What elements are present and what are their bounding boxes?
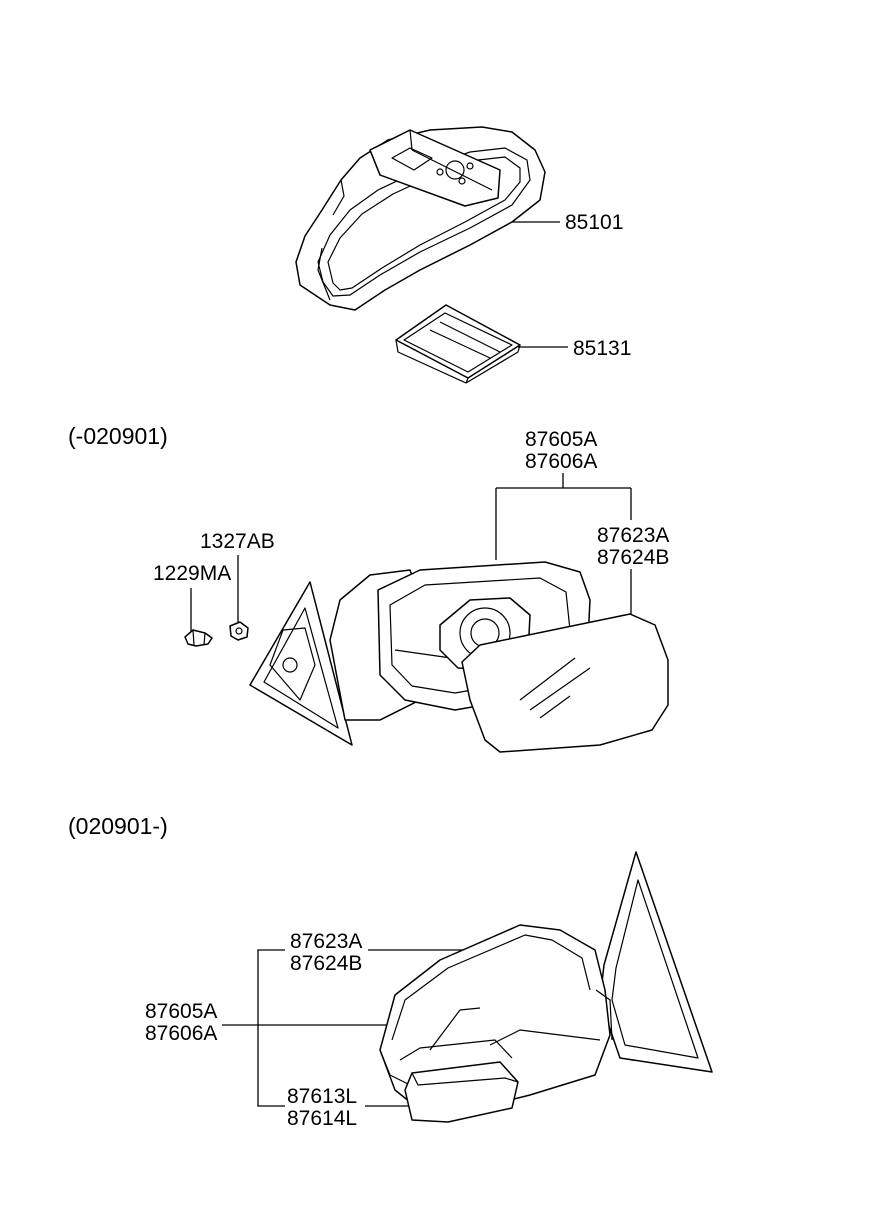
label-87623A-pre: 87623A [597, 524, 669, 547]
label-87624B-pre: 87624B [597, 546, 669, 569]
label-87606A-post: 87606A [145, 1022, 217, 1045]
label-87605A-pre: 87605A [525, 428, 597, 451]
label-87623A-post: 87623A [290, 930, 362, 953]
label-87605A-post: 87605A [145, 1000, 217, 1023]
label-87614L: 87614L [287, 1107, 357, 1130]
section-header-post: (020901-) [68, 813, 168, 839]
nut-drawing [229, 621, 249, 641]
bracket-post [257, 949, 285, 1107]
bolt-drawing [184, 629, 213, 647]
label-87624B-post: 87624B [290, 952, 362, 975]
mirror-cover-drawing [395, 304, 521, 384]
outside-mirror-post-drawing [379, 851, 713, 1123]
outside-mirror-pre-drawing [249, 561, 669, 753]
inside-mirror-drawing [295, 126, 546, 311]
section-header-pre: (-020901) [68, 423, 168, 449]
label-1229MA: 1229MA [153, 562, 231, 585]
label-1327AB: 1327AB [200, 530, 275, 553]
label-85101: 85101 [565, 211, 623, 234]
bracket-87605A-pre [495, 473, 632, 560]
label-87606A-pre: 87606A [525, 450, 597, 473]
label-87613L: 87613L [287, 1085, 357, 1108]
label-85131: 85131 [573, 337, 631, 360]
